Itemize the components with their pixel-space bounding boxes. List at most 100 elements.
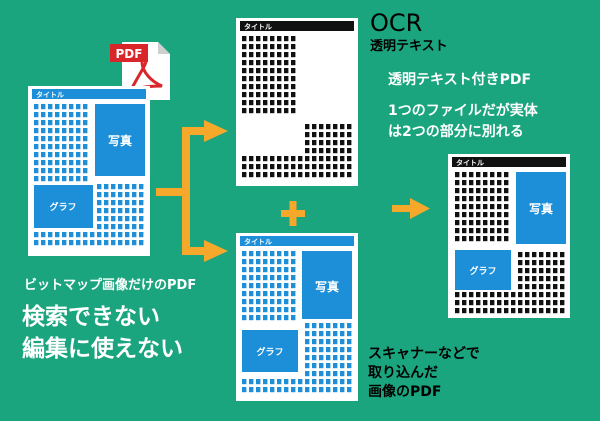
text-cell: [455, 212, 460, 218]
text-cell: [476, 188, 481, 194]
text-cell: [305, 339, 310, 345]
text-cell: [284, 307, 289, 313]
text-cell: [546, 300, 551, 306]
text-cell: [139, 232, 144, 238]
text-cell: [483, 220, 488, 226]
text-cell: [312, 132, 317, 138]
text-cell: [242, 267, 247, 273]
text-cell: [312, 140, 317, 146]
text-cell: [62, 160, 67, 166]
text-cell: [69, 128, 74, 134]
text-cell: [469, 204, 474, 210]
text-cell: [256, 291, 261, 297]
text-cells: [455, 172, 565, 314]
text-cell: [490, 172, 495, 178]
text-cell: [312, 363, 317, 369]
text-cell: [546, 308, 551, 314]
text-cell: [504, 204, 509, 210]
text-cell: [242, 299, 247, 305]
text-cell: [462, 220, 467, 226]
text-cell: [55, 240, 60, 246]
text-cell: [504, 220, 509, 226]
text-cell: [270, 387, 275, 393]
text-cell: [97, 224, 102, 230]
text-cell: [62, 112, 67, 118]
text-cell: [62, 128, 67, 134]
text-cell: [333, 355, 338, 361]
text-cell: [469, 308, 474, 314]
text-cell: [455, 236, 460, 242]
result-arrow: [392, 198, 430, 219]
text-cell: [532, 300, 537, 306]
text-cell: [560, 276, 565, 282]
text-cell: [90, 240, 95, 246]
text-cell: [34, 232, 39, 238]
text-cell: [55, 144, 60, 150]
text-cell: [305, 371, 310, 377]
text-cell: [125, 232, 130, 238]
text-cell: [291, 76, 296, 82]
text-cell: [242, 36, 247, 42]
text-cell: [249, 307, 254, 313]
text-cell: [256, 100, 261, 106]
text-cell: [305, 156, 310, 162]
text-cell: [291, 283, 296, 289]
text-cell: [326, 148, 331, 154]
text-cell: [83, 176, 88, 182]
text-cell: [483, 236, 488, 242]
text-cell: [55, 120, 60, 126]
text-cell: [291, 52, 296, 58]
text-cell: [284, 108, 289, 114]
text-cell: [298, 379, 303, 385]
text-cell: [319, 347, 324, 353]
photo-block: [516, 172, 566, 244]
text-cell: [305, 363, 310, 369]
text-cell: [263, 307, 268, 313]
text-cell: [340, 387, 345, 393]
result-document: タイトル 写真 グラフ: [448, 154, 570, 318]
text-cell: [298, 164, 303, 170]
text-cell: [125, 192, 130, 198]
text-cell: [553, 284, 558, 290]
text-cell: [62, 136, 67, 142]
text-cell: [277, 100, 282, 106]
text-cell: [525, 252, 530, 258]
text-cell: [539, 292, 544, 298]
text-cell: [298, 172, 303, 178]
text-cell: [340, 148, 345, 154]
text-cell: [525, 292, 530, 298]
text-cell: [347, 124, 352, 130]
text-cell: [270, 76, 275, 82]
text-cell: [111, 184, 116, 190]
text-cell: [347, 371, 352, 377]
text-cell: [277, 52, 282, 58]
text-cell: [125, 224, 130, 230]
text-cell: [270, 84, 275, 90]
text-cell: [455, 204, 460, 210]
text-cell: [48, 176, 53, 182]
text-cell: [319, 148, 324, 154]
text-cell: [34, 136, 39, 142]
text-cell: [55, 104, 60, 110]
result-note-line-2: は2つの部分に別れる: [388, 124, 524, 140]
text-cell: [277, 315, 282, 321]
text-cell: [539, 308, 544, 314]
title-label: タイトル: [244, 237, 272, 246]
graph-label: グラフ: [49, 201, 76, 213]
text-cell: [132, 208, 137, 214]
photo-label: 写真: [529, 201, 553, 216]
text-cell: [41, 240, 46, 246]
text-cell: [340, 363, 345, 369]
text-cell: [263, 52, 268, 58]
text-cell: [476, 180, 481, 186]
text-cell: [263, 108, 268, 114]
text-cell: [340, 323, 345, 329]
text-cell: [249, 92, 254, 98]
text-cell: [249, 259, 254, 265]
text-cell: [139, 224, 144, 230]
text-cell: [455, 172, 460, 178]
text-cell: [490, 308, 495, 314]
text-cell: [333, 323, 338, 329]
text-cell: [326, 132, 331, 138]
scan-caption-line-3: 画像のPDF: [368, 384, 442, 400]
